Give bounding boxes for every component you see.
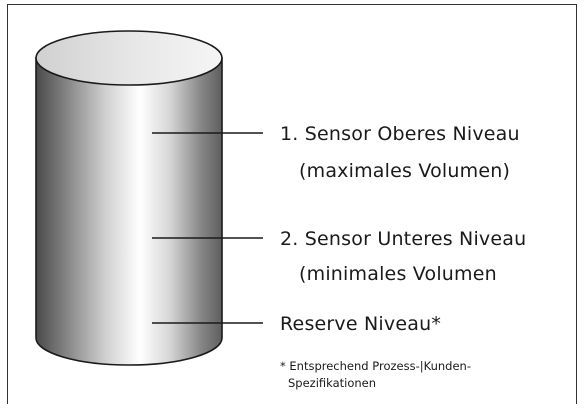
upper-sensor-sublabel: (maximales Volumen) [299, 160, 511, 182]
upper-sensor-label: 1. Sensor Oberes Niveau [280, 123, 520, 145]
footnote-line2: Spezifikationen [288, 376, 377, 390]
footnote-line1: * Entsprechend Prozess-|Kunden- [280, 359, 471, 373]
lower-sensor-sublabel: (minimales Volumen [299, 263, 497, 285]
reserve-label: Reserve Niveau* [280, 313, 442, 335]
tank-top [35, 30, 223, 86]
diagram-frame [7, 4, 577, 404]
lower-sensor-label: 2. Sensor Unteres Niveau [280, 228, 527, 250]
tank-body [35, 57, 223, 366]
